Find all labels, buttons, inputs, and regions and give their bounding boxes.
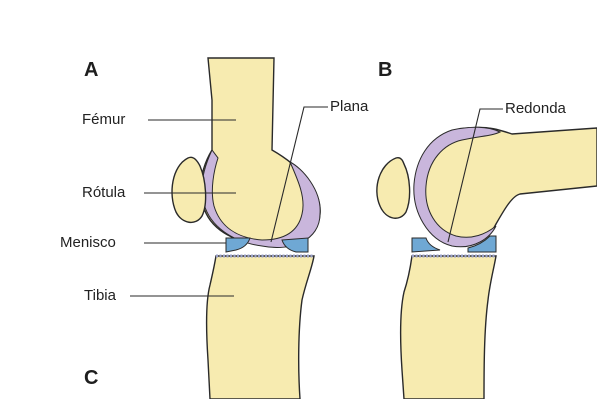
label-tibia: Tibia xyxy=(84,288,116,303)
meniscus-b-left xyxy=(412,238,440,252)
label-redonda: Redonda xyxy=(505,101,566,116)
panel-label-b: B xyxy=(378,60,392,80)
patella-b xyxy=(377,158,410,219)
panel-label-c: C xyxy=(84,368,98,388)
meniscus-a-left xyxy=(226,238,250,252)
panel-label-a: A xyxy=(84,60,98,80)
tibia-b xyxy=(401,256,496,399)
knee-b xyxy=(377,127,597,399)
patella-a xyxy=(172,157,206,222)
meniscus-a-right xyxy=(282,238,308,252)
label-femur: Fémur xyxy=(82,112,125,127)
knee-a xyxy=(172,58,320,399)
tibia-a xyxy=(207,256,314,399)
label-rotula: Rótula xyxy=(82,185,125,200)
label-menisco: Menisco xyxy=(60,235,116,250)
label-plana: Plana xyxy=(330,99,368,114)
